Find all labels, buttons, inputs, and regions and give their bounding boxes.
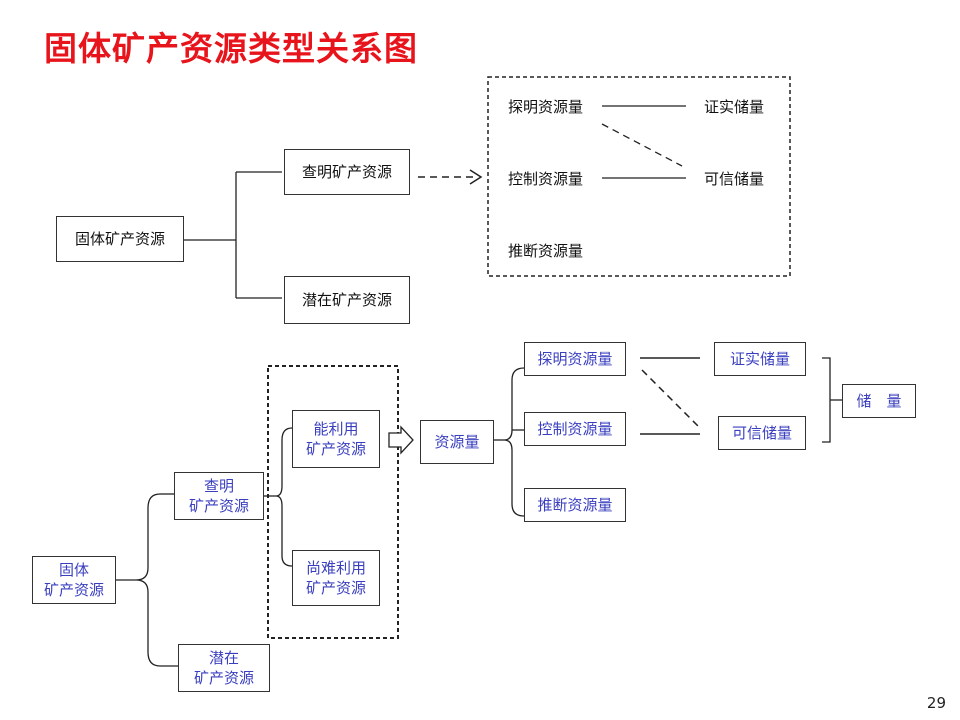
top-proved-reserve-label: 证实储量	[704, 98, 765, 116]
bottom-usable-box: 能利用 矿产资源	[292, 410, 380, 468]
bottom-reserve-box: 储 量	[842, 384, 916, 418]
bottom-usable-line1: 能利用	[313, 420, 359, 438]
top-potential-label: 潜在矿产资源	[301, 291, 392, 309]
bottom-probable-reserve-box: 可信储量	[718, 416, 806, 450]
page-number: 29	[926, 694, 946, 712]
bottom-resources-box: 资源量	[420, 420, 494, 464]
bottom-indicated-label: 控制资源量	[537, 420, 613, 438]
bottom-proved-reserve-box: 证实储量	[714, 342, 806, 376]
top-indicated-label: 控制资源量	[508, 170, 584, 188]
bottom-measured-box: 探明资源量	[524, 342, 626, 376]
top-explored-box: 查明矿产资源	[284, 149, 410, 195]
bottom-root-box: 固体 矿产资源	[32, 556, 116, 604]
top-measured-label: 探明资源量	[508, 98, 584, 116]
bottom-explored-box: 查明 矿产资源	[174, 472, 264, 520]
top-potential-box: 潜在矿产资源	[284, 276, 410, 324]
bottom-inferred-label: 推断资源量	[537, 496, 613, 514]
top-root-box: 固体矿产资源	[56, 216, 184, 262]
bottom-measured-label: 探明资源量	[537, 350, 613, 368]
bottom-probable-reserve-label: 可信储量	[731, 424, 792, 442]
bottom-indicated-box: 控制资源量	[524, 412, 626, 446]
bottom-usable-line2: 矿产资源	[305, 440, 366, 458]
top-root-label: 固体矿产资源	[74, 230, 165, 248]
bottom-hard-to-use-line2: 矿产资源	[305, 579, 366, 597]
bottom-proved-reserve-label: 证实储量	[729, 350, 790, 368]
bottom-explored-line2: 矿产资源	[188, 497, 249, 515]
bottom-root-line2: 矿产资源	[43, 581, 104, 599]
bottom-potential-box: 潜在 矿产资源	[178, 644, 270, 692]
bottom-hard-to-use-line1: 尚难利用	[305, 559, 366, 577]
bottom-explored-line1: 查明	[203, 477, 234, 495]
top-probable-reserve-label: 可信储量	[704, 170, 765, 188]
bottom-inferred-box: 推断资源量	[524, 488, 626, 522]
bottom-potential-line2: 矿产资源	[193, 669, 254, 687]
bottom-potential-line1: 潜在	[208, 649, 239, 667]
top-inferred-label: 推断资源量	[508, 242, 584, 260]
bottom-root-line1: 固体	[58, 561, 89, 579]
bottom-reserve-label: 储 量	[856, 392, 902, 410]
bottom-hard-to-use-box: 尚难利用 矿产资源	[292, 550, 380, 606]
top-explored-label: 查明矿产资源	[301, 163, 392, 181]
page-title: 固体矿产资源类型关系图	[44, 29, 418, 68]
bottom-resources-label: 资源量	[434, 433, 480, 451]
